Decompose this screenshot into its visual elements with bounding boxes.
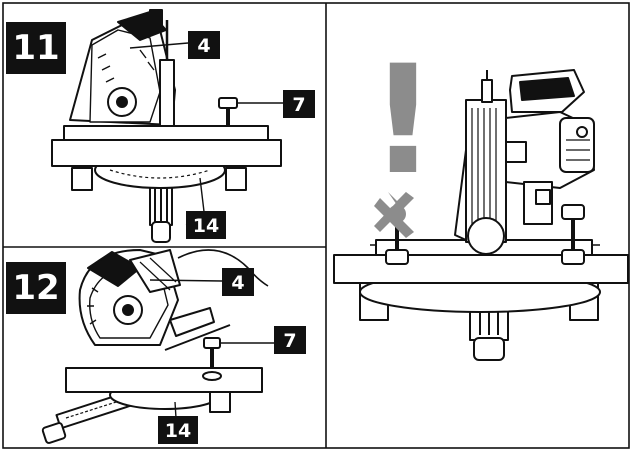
callout-14-badge: 14	[186, 211, 226, 239]
panel-12: 12	[6, 249, 306, 444]
prohibited-cross-icon	[374, 192, 414, 238]
callout-label: 4	[197, 35, 210, 57]
callout-14-badge: 14	[158, 416, 198, 444]
miter-saw-extended	[41, 249, 274, 444]
figure-number: 11	[12, 28, 59, 68]
figure-number: 12	[12, 268, 59, 308]
panel-11: 11	[6, 9, 315, 243]
callout-label: 14	[193, 215, 219, 237]
figure-number-badge: 12	[6, 262, 66, 314]
miter-saw-front-view	[333, 69, 629, 361]
callout-label: 4	[231, 272, 244, 294]
callout-4-badge: 4	[222, 268, 254, 296]
callout-label: 7	[283, 330, 296, 352]
callout-4-badge: 4	[188, 31, 220, 59]
miter-saw-tilted	[51, 9, 283, 243]
callout-7-badge: 7	[274, 326, 306, 354]
figure-number-badge: 11	[6, 22, 66, 74]
warning-exclamation-icon: !	[369, 34, 437, 208]
panel-warning: !	[333, 34, 629, 361]
callout-label: 14	[165, 420, 191, 442]
callout-label: 7	[292, 94, 305, 116]
callout-7-badge: 7	[283, 90, 315, 118]
